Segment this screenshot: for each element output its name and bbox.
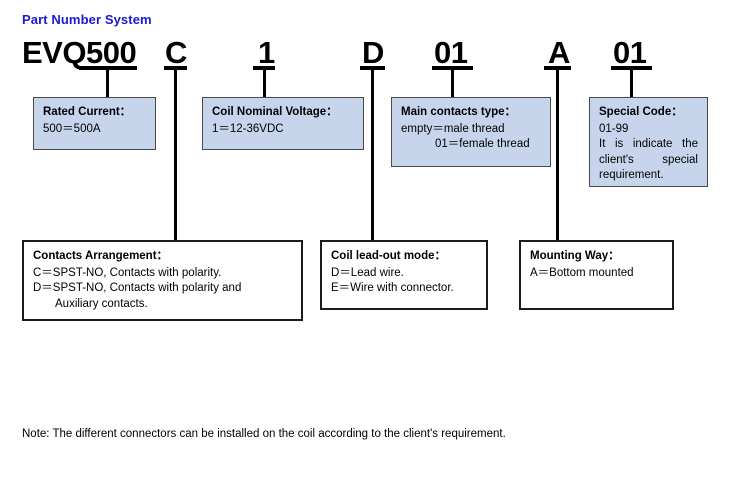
info-box-contacts-arrangement-line-3: Auxiliary contacts.: [55, 297, 148, 310]
info-box-mounting-way-heading: Mounting Way：: [530, 250, 620, 262]
connector-line-rated-current: [106, 66, 109, 98]
info-box-coil-leadout-heading: Coil lead-out mode：: [331, 250, 446, 262]
info-box-coil-voltage: Coil Nominal Voltage： 1＝12-36VDC: [202, 97, 364, 150]
page-title: Part Number System: [22, 12, 152, 27]
info-box-main-contacts-line-1: empty＝male thread: [401, 122, 505, 135]
info-box-main-contacts-line-2: 01＝female thread: [435, 138, 530, 150]
code-segment-main-contacts: 01: [434, 35, 468, 70]
code-segment-coil-voltage: 1: [258, 35, 275, 70]
info-box-main-contacts: Main contacts type： empty＝male thread 01…: [391, 97, 551, 167]
info-box-coil-voltage-heading: Coil Nominal Voltage：: [212, 106, 338, 118]
footer-note: Note: The different connectors can be in…: [22, 428, 506, 440]
connector-line-contacts-arrangement: [174, 66, 177, 240]
info-box-contacts-arrangement-heading: Contacts Arrangement：: [33, 250, 169, 262]
code-segment-mounting-way: A: [548, 35, 570, 70]
code-segment-contacts-arrangement: C: [165, 35, 187, 70]
connector-line-coil-leadout: [371, 66, 374, 240]
info-box-contacts-arrangement-line-1: C＝SPST-NO, Contacts with polarity.: [33, 266, 222, 279]
info-box-special-code-line-1: 01-99: [599, 122, 629, 135]
info-box-coil-leadout: Coil lead-out mode： D＝Lead wire. E＝Wire …: [320, 240, 488, 310]
info-box-coil-voltage-line-1: 1＝12-36VDC: [212, 122, 284, 135]
info-box-special-code-heading: Special Code：: [599, 106, 683, 118]
connector-line-coil-voltage: [263, 66, 266, 98]
connector-line-main-contacts: [451, 66, 454, 98]
info-box-special-code-line-4: requirement.: [599, 169, 664, 181]
info-box-rated-current-heading: Rated Current：: [43, 106, 132, 118]
info-box-rated-current: Rated Current： 500＝500A: [33, 97, 156, 150]
info-box-mounting-way: Mounting Way： A＝Bottom mounted: [519, 240, 674, 310]
code-segment-coil-leadout: D: [362, 35, 384, 70]
info-box-mounting-way-line-1: A＝Bottom mounted: [530, 266, 634, 279]
info-box-special-code: Special Code： 01-99 It is indicate the c…: [589, 97, 708, 187]
info-box-main-contacts-heading: Main contacts type：: [401, 106, 517, 118]
info-box-rated-current-line-1: 500＝500A: [43, 122, 101, 135]
connector-line-special-code: [630, 66, 633, 98]
code-segment-rated-current: EVQ500: [22, 35, 137, 70]
info-box-contacts-arrangement: Contacts Arrangement： C＝SPST-NO, Contact…: [22, 240, 303, 321]
connector-line-mounting-way: [556, 66, 559, 240]
info-box-special-code-line-3: client's special: [599, 153, 698, 166]
info-box-special-code-line-2: It is indicate the: [599, 138, 698, 150]
info-box-coil-leadout-line-1: D＝Lead wire.: [331, 266, 404, 279]
info-box-coil-leadout-line-2: E＝Wire with connector.: [331, 282, 454, 294]
code-segment-special-code: 01: [613, 35, 647, 70]
info-box-contacts-arrangement-line-2: D＝SPST-NO, Contacts with polarity and: [33, 282, 242, 294]
